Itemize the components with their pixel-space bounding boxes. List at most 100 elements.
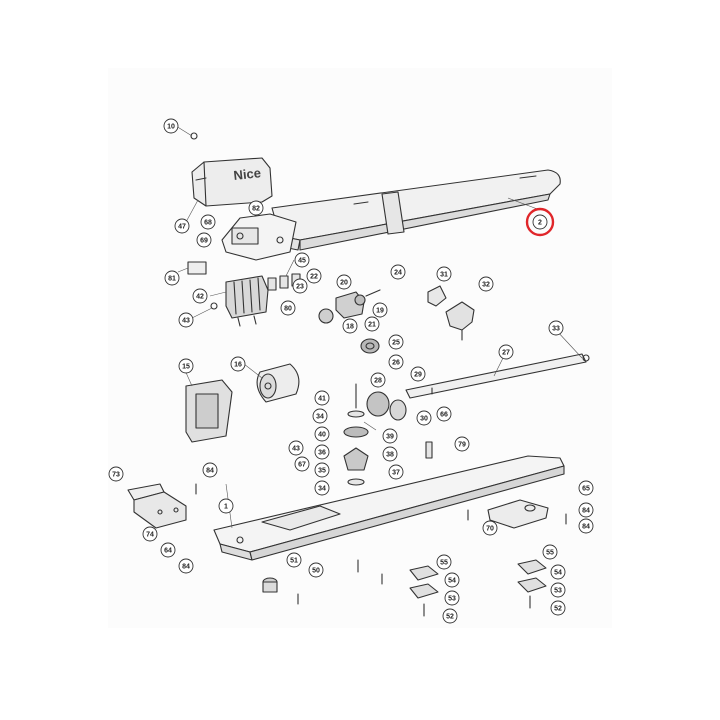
part-callout: 33 (548, 320, 564, 336)
bevel-gear (366, 391, 407, 421)
label-plate (187, 261, 207, 275)
part-number-label: 80 (284, 306, 292, 313)
gear-group (318, 289, 381, 324)
part-number-label: 30 (420, 416, 428, 423)
part-callout: 45 (294, 252, 310, 268)
gear-stack (343, 383, 369, 486)
part-callout: 43 (178, 312, 194, 328)
screw-shaft (405, 353, 587, 399)
part-number-label: 16 (234, 362, 242, 369)
part-number-label: 43 (182, 318, 190, 325)
part-number-label: 79 (458, 442, 466, 449)
release-lever (445, 301, 475, 341)
part-number-label: 31 (440, 272, 448, 279)
part-callouts: 1047688269281424345222380202419211831323… (108, 118, 594, 624)
base-housing (213, 455, 565, 561)
part-number-label: 15 (182, 364, 190, 371)
part-number-label: 55 (546, 550, 554, 557)
part-callout: 67 (294, 456, 310, 472)
part-number-label: 38 (386, 452, 394, 459)
part-number-label: 53 (554, 588, 562, 595)
motor (256, 363, 300, 403)
part-callout: 69 (196, 232, 212, 248)
part-callout: 54 (444, 572, 460, 588)
part-number-label: 37 (392, 470, 400, 477)
part-callout: 16 (230, 356, 246, 372)
part-callout: 31 (436, 266, 452, 282)
part-number-label: 19 (376, 308, 384, 315)
part-callout: 55 (542, 544, 558, 560)
part-number-label: 35 (318, 468, 326, 475)
part-callout: 32 (478, 276, 494, 292)
callout-highlighted-part: 2 (525, 207, 555, 237)
part-callout: 53 (444, 590, 460, 606)
part-callout: 40 (314, 426, 330, 442)
part-callout: 54 (550, 564, 566, 580)
part-callout: 36 (314, 444, 330, 460)
part-number-label: 74 (146, 532, 154, 539)
rear-plate (185, 379, 233, 443)
mount-bracket-73 (127, 483, 187, 529)
part-callout: 10 (163, 118, 179, 134)
part-callout: 24 (390, 264, 406, 280)
bushing (262, 577, 278, 593)
part-callout: 25 (388, 334, 404, 350)
part-number-label: 1 (224, 504, 228, 511)
part-number-label: 51 (290, 558, 298, 565)
part-callout: 41 (314, 390, 330, 406)
part-number-label: 55 (440, 560, 448, 567)
part-callout: 27 (498, 344, 514, 360)
part-callout: 15 (178, 358, 194, 374)
part-callout: 35 (314, 462, 330, 478)
part-callout: 84 (178, 558, 194, 574)
part-number-label: 84 (206, 468, 214, 475)
part-number-label: 34 (318, 486, 326, 493)
part-number-label: 33 (552, 326, 560, 333)
stop-plates-left (409, 565, 439, 617)
part-number-label: 20 (340, 280, 348, 287)
stop-plates-right (517, 559, 547, 609)
part-number-label: 54 (554, 570, 562, 577)
part-number-label: 67 (298, 462, 306, 469)
part-callout: 21 (364, 316, 380, 332)
part-number-label: 64 (164, 548, 172, 555)
part-number-label: 66 (440, 412, 448, 419)
part-callout: 37 (388, 464, 404, 480)
part-number-label: 42 (196, 294, 204, 301)
small-screws (190, 132, 590, 605)
part-number-label: 39 (386, 434, 394, 441)
part-number-label: 28 (374, 378, 382, 385)
part-number-label: 32 (482, 282, 490, 289)
part-number-label: 84 (582, 524, 590, 531)
highlight-ring (525, 207, 555, 237)
mount-bracket (221, 213, 297, 261)
part-number-label: 23 (296, 284, 304, 291)
part-number-label: 68 (204, 220, 212, 227)
plate-70 (487, 499, 549, 529)
diagram-background (108, 68, 612, 628)
part-callout: 42 (192, 288, 208, 304)
part-number-label: 45 (298, 258, 306, 265)
part-number-label: 50 (312, 568, 320, 575)
part-callout: 19 (372, 302, 388, 318)
part-number-label: 84 (182, 564, 190, 571)
part-callout: 53 (550, 582, 566, 598)
part-number-label: 25 (392, 340, 400, 347)
part-callout: 28 (370, 372, 386, 388)
end-cap (191, 157, 273, 207)
part-callout: 84 (202, 462, 218, 478)
part-number-label: 52 (554, 606, 562, 613)
part-callout: 34 (314, 480, 330, 496)
part-callout: 81 (164, 270, 180, 286)
part-callout: 84 (578, 518, 594, 534)
part-number-label: 73 (112, 472, 120, 479)
part-callout: 29 (410, 366, 426, 382)
part-number-label: 2 (538, 220, 542, 227)
part-number-label: 34 (316, 414, 324, 421)
part-number-label: 18 (346, 324, 354, 331)
brand-logo-text: Nice (233, 165, 262, 183)
pinion (360, 338, 380, 354)
part-callout: 18 (342, 318, 358, 334)
